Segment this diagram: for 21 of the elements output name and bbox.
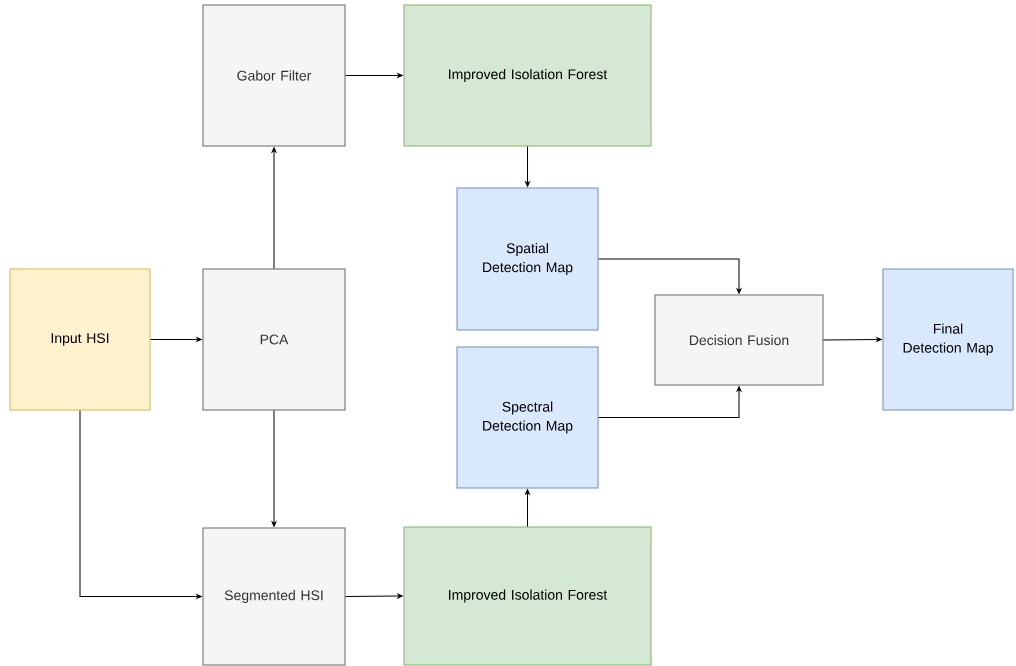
arrow xyxy=(823,337,882,342)
arrow xyxy=(271,147,277,269)
arrow xyxy=(150,337,202,342)
arrow xyxy=(525,489,530,527)
arrow xyxy=(345,593,403,599)
arrow xyxy=(598,258,742,294)
process-box: Improved Isolation Forest xyxy=(403,4,652,147)
process-box: Spectral Detection Map xyxy=(456,346,599,489)
arrow xyxy=(79,410,202,599)
process-box: Final Detection Map xyxy=(882,268,1014,411)
arrow xyxy=(525,146,530,187)
process-box: Input HSI xyxy=(9,268,151,411)
arrow xyxy=(271,410,277,527)
process-box: Spatial Detection Map xyxy=(456,187,599,331)
process-box: Gabor Filter xyxy=(202,4,346,147)
process-box: Segmented HSI xyxy=(202,527,346,666)
arrow xyxy=(598,386,742,418)
process-box: Decision Fusion xyxy=(654,294,824,386)
process-box: Improved Isolation Forest xyxy=(403,526,652,666)
arrow xyxy=(345,73,403,78)
process-box: PCA xyxy=(202,268,346,411)
